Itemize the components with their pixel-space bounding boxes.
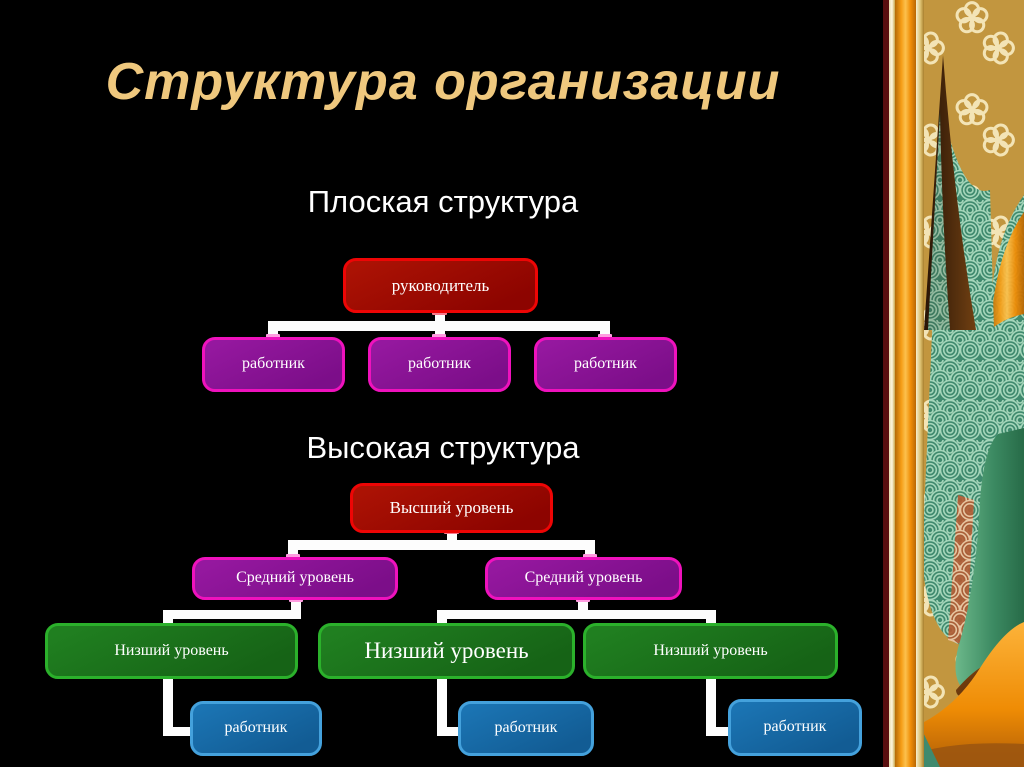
connector-stub [432, 334, 446, 339]
connector-segment [163, 610, 173, 624]
org-node-flat-worker: работник [368, 337, 511, 392]
flat-structure-heading: Плоская структура [307, 184, 579, 219]
org-node-tall-worker: работник [728, 699, 862, 756]
connector-stub [266, 334, 280, 339]
connector-stub [598, 334, 612, 339]
connector-segment [437, 610, 716, 619]
connector-segment [288, 540, 298, 558]
connector-stub [583, 554, 597, 559]
org-node-tall-worker: работник [458, 701, 594, 756]
connector-segment [706, 727, 735, 736]
connector-segment [291, 600, 301, 610]
connector-segment [706, 610, 716, 624]
page-title: Структура организации [105, 53, 781, 111]
org-node-middle-level: Средний уровень [192, 557, 398, 600]
org-node-lower-level: Низший уровень [45, 623, 298, 679]
connector-segment [706, 679, 716, 736]
connector-segment [437, 610, 447, 624]
connector-stub [286, 554, 300, 559]
connector-segment [163, 727, 195, 736]
connector-segment [163, 679, 173, 736]
connector-segment [435, 313, 445, 339]
tall-structure-heading: Высокая структура [306, 430, 580, 465]
org-node-lower-level: Низший уровень [583, 623, 838, 679]
connector-segment [268, 321, 278, 338]
org-node-flat-root: руководитель [343, 258, 538, 313]
org-node-lower-level: Низший уровень [318, 623, 575, 679]
connector-segment [600, 321, 610, 338]
connector-segment [437, 679, 447, 736]
org-node-flat-worker: работник [202, 337, 345, 392]
org-node-flat-worker: работник [534, 337, 677, 392]
connector-segment [447, 531, 457, 542]
decorative-side-panel [880, 0, 1024, 767]
connector-segment [585, 540, 595, 558]
connector-segment [578, 600, 588, 610]
connector-segment [288, 540, 595, 550]
org-node-tall-root: Высший уровень [350, 483, 553, 533]
ornament-graphic [880, 0, 1024, 767]
org-node-middle-level: Средний уровень [485, 557, 682, 600]
org-node-tall-worker: работник [190, 701, 322, 756]
connector-segment [163, 610, 301, 619]
connector-segment [437, 727, 465, 736]
